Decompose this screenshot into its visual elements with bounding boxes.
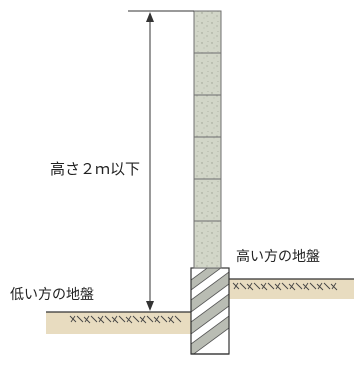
- high-ground: [229, 278, 354, 299]
- block-1: [193, 10, 222, 54]
- high-ground-label: 高い方の地盤: [236, 249, 320, 265]
- low-ground-label: 低い方の地盤: [10, 287, 94, 303]
- block-2: [193, 52, 222, 96]
- block-4: [193, 136, 222, 180]
- low-ground: [46, 311, 191, 334]
- arrow-up-icon: [146, 12, 154, 22]
- height-limit-label: 高さ２ｍ以下: [48, 160, 143, 178]
- block-5: [193, 178, 222, 222]
- arrow-down-icon: [146, 301, 154, 311]
- height-dimension: [128, 10, 194, 311]
- block-wall: [193, 10, 222, 269]
- foundation: [190, 267, 230, 355]
- block-6: [193, 220, 222, 269]
- block-3: [193, 94, 222, 138]
